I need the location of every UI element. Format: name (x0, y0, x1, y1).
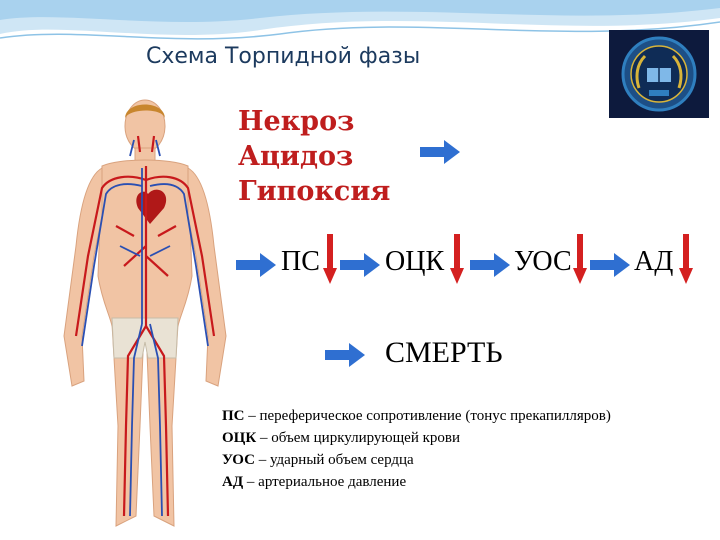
human-circulatory-system-figure (63, 99, 227, 527)
arrow-right-to-ock (340, 253, 380, 277)
arrow-down-ps (323, 234, 337, 284)
abbreviations-legend: ПС – переферическое сопротивление (тонус… (222, 405, 611, 493)
arrow-right-to-uos (470, 253, 510, 277)
page-title: Схема Торпидной фазы (146, 44, 421, 69)
chain-node-ps: ПС (281, 246, 320, 277)
legend-row: АД – артериальное давление (222, 474, 407, 490)
causes-list: Некроз Ацидоз Гипоксия (238, 104, 390, 209)
legend-row: УОС – ударный объем сердца (222, 452, 414, 468)
legend-row: ПС – переферическое сопротивление (тонус… (222, 408, 611, 424)
cause-necrosis: Некроз (238, 106, 355, 137)
cause-acidosis: Ацидоз (238, 141, 354, 172)
chain-node-ad: АД (634, 246, 674, 277)
legend-row: ОЦК – объем циркулирующей крови (222, 430, 461, 446)
arrow-down-ock (450, 234, 464, 284)
arrow-right-to-ps (236, 253, 276, 277)
cause-hypoxia: Гипоксия (238, 176, 391, 207)
outcome-death: СМЕРТЬ (385, 336, 503, 369)
header-wave-decoration (0, 0, 720, 40)
arrow-right-to-death (325, 343, 365, 367)
chain-node-ock: ОЦК (385, 246, 445, 277)
arrow-down-ad (679, 234, 693, 284)
chain-node-uos: УОС (514, 246, 572, 277)
arrow-right-causes (420, 140, 460, 164)
school-emblem-logo (609, 30, 709, 118)
arrow-down-uos (573, 234, 587, 284)
arrow-right-to-ad (590, 253, 630, 277)
